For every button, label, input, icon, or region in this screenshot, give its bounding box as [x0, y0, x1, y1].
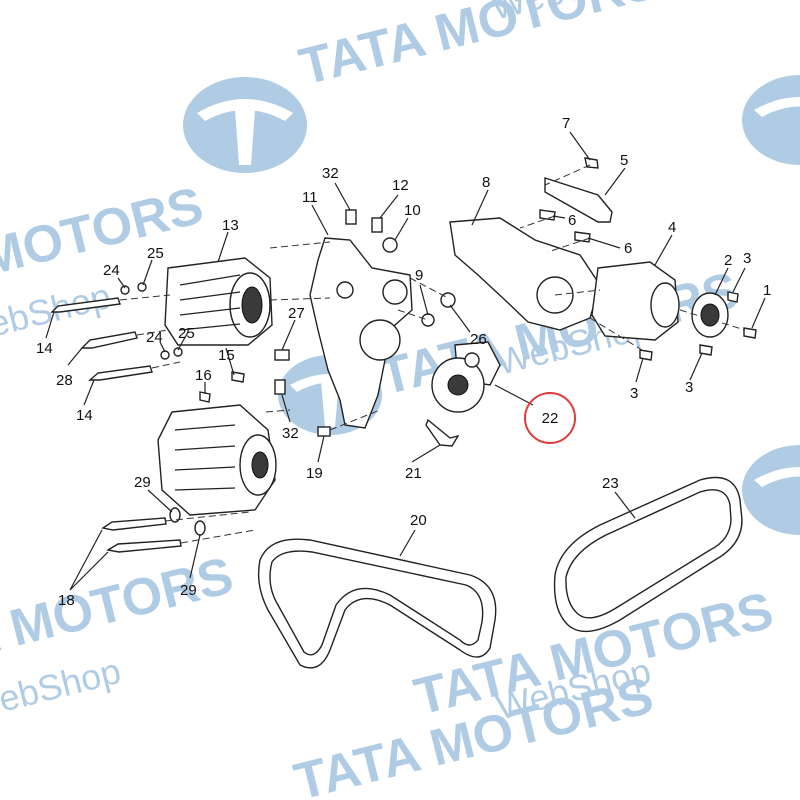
callout-7: 7	[562, 115, 570, 132]
callout-1: 1	[763, 282, 771, 299]
callout-14: 14	[76, 407, 93, 424]
belt-tensioner	[431, 341, 501, 413]
highlighted-callout-22[interactable]: 22	[524, 392, 576, 444]
pulley	[691, 292, 729, 338]
callout-10: 10	[404, 202, 421, 219]
watermark-brand-text: TATA MOTORS	[294, 0, 664, 97]
callout-29: 29	[134, 474, 151, 491]
callout-24: 24	[146, 329, 163, 346]
leader-lines	[45, 131, 766, 591]
ac-compressor	[164, 257, 273, 346]
mounting-bracket	[309, 237, 413, 429]
callout-23: 23	[602, 475, 619, 492]
callout-3: 3	[743, 250, 751, 267]
callout-13: 13	[222, 217, 239, 234]
callout-27: 27	[288, 305, 305, 322]
callout-12: 12	[392, 177, 409, 194]
callout-11: 11	[302, 189, 318, 206]
alternator	[157, 404, 277, 516]
callout-18: 18	[58, 592, 75, 609]
callout-29: 29	[180, 582, 197, 599]
drive-belt-20	[257, 538, 497, 669]
callout-4: 4	[668, 219, 676, 236]
callout-20: 20	[410, 512, 427, 529]
callout-3: 3	[630, 385, 638, 402]
callout-32: 32	[282, 425, 299, 442]
callout-labels: 1 2 3 3 3 4 5 6 6 7 8 9 10 11 12 13 14 1…	[36, 115, 771, 609]
bolts	[50, 157, 757, 553]
callout-32: 32	[322, 165, 339, 182]
callout-22: 22	[542, 410, 559, 427]
highlight-circle	[524, 392, 576, 444]
callout-25: 25	[147, 245, 164, 262]
tata-logo-icon	[183, 77, 307, 173]
callout-6: 6	[624, 240, 632, 257]
callout-3: 3	[685, 379, 693, 396]
tata-logo-icon	[742, 445, 800, 535]
callout-19: 19	[306, 465, 323, 482]
callout-9: 9	[415, 267, 423, 284]
callout-16: 16	[195, 367, 212, 384]
watermark-sub-text: WebShop	[0, 650, 125, 728]
support-strap	[544, 177, 613, 223]
callout-25: 25	[178, 325, 195, 342]
callout-26: 26	[470, 331, 487, 348]
callout-14: 14	[36, 340, 53, 357]
callout-8: 8	[482, 174, 490, 191]
callout-6: 6	[568, 212, 576, 229]
callout-2: 2	[724, 252, 732, 269]
tata-logo-icon	[742, 75, 800, 165]
callout-5: 5	[620, 152, 628, 169]
power-steering-pump	[591, 261, 680, 341]
callout-15: 15	[218, 347, 235, 364]
callout-24: 24	[103, 262, 120, 279]
callout-28: 28	[56, 372, 73, 389]
assembly-lines	[119, 164, 746, 544]
drive-belt-23	[553, 476, 743, 633]
callout-21: 21	[405, 465, 422, 482]
